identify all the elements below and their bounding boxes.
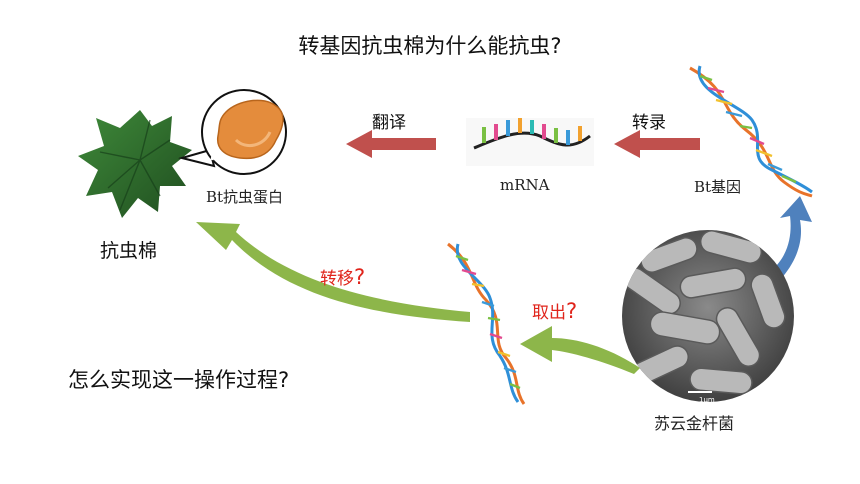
- extract-green-arrow: [520, 326, 640, 374]
- cotton-leaf-image: [78, 110, 192, 218]
- protein-callout: [178, 89, 287, 175]
- bt-gene-label: Bt基因: [694, 178, 742, 196]
- bt-gene-dna-helix: [689, 65, 813, 198]
- mrna-strand: [466, 118, 594, 166]
- bacteria-micrograph: [622, 230, 794, 402]
- transfer-question: 转移?: [320, 264, 365, 289]
- translate-label: 翻译: [372, 113, 406, 133]
- transfer-question-mark: ?: [354, 265, 366, 289]
- transfer-green-arrow: [196, 222, 470, 322]
- extract-question: 取出?: [532, 298, 577, 323]
- bt-protein-label: Bt抗虫蛋白: [206, 188, 284, 206]
- micrograph-scale-text: 1μm: [699, 396, 715, 404]
- transcribe-arrow: [614, 130, 700, 158]
- extract-label: 取出: [532, 303, 566, 323]
- extract-question-mark: ?: [566, 299, 578, 323]
- extract-gene-blue-arrow: [772, 196, 812, 280]
- transcribe-label: 转录: [632, 113, 666, 133]
- transfer-label: 转移: [320, 269, 354, 289]
- bt-protein-shape: [216, 99, 284, 160]
- mrna-label: mRNA: [500, 176, 550, 194]
- transferred-dna-helix: [447, 242, 526, 405]
- bacteria-label: 苏云金杆菌: [654, 414, 735, 433]
- translate-arrow: [346, 130, 436, 158]
- cotton-label: 抗虫棉: [100, 240, 158, 262]
- page-title: 转基因抗虫棉为什么能抗虫?: [298, 34, 562, 58]
- process-question: 怎么实现这一操作过程?: [68, 368, 290, 392]
